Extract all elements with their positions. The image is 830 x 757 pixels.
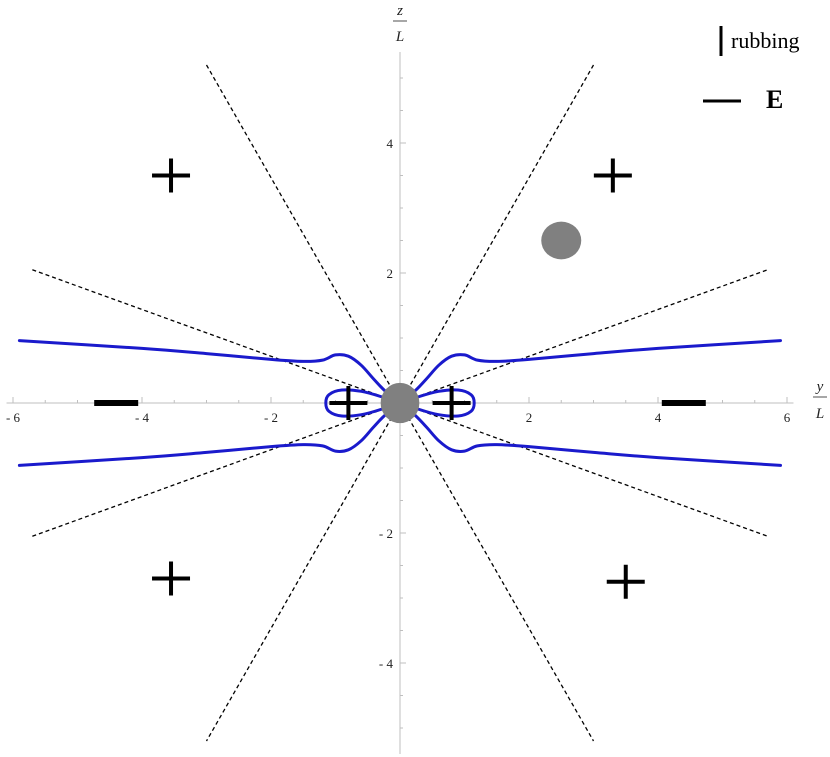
dashed-line	[32, 269, 768, 537]
gray-disk	[380, 382, 420, 424]
x-axis-label-numerator: y	[815, 379, 824, 395]
legend-rubbing-label: rubbing	[731, 28, 799, 53]
y-axis-label-denominator: L	[395, 29, 404, 45]
y-tick-label: 2	[387, 266, 394, 281]
x-axis-label-denominator: L	[815, 406, 824, 422]
x-tick-label: 2	[526, 410, 533, 425]
field-curve-right-loop	[401, 388, 476, 418]
y-tick-label: - 4	[379, 656, 394, 671]
disks	[380, 221, 582, 424]
dashed-line	[205, 64, 595, 742]
x-tick-label: 4	[655, 410, 662, 425]
x-tick-label: 6	[784, 410, 791, 425]
y-axis-label: z L	[393, 3, 407, 45]
legend-e-label: E	[766, 85, 783, 114]
dashed-line	[205, 64, 595, 742]
field-curve-left-loop	[324, 388, 399, 418]
y-tick-label: 4	[387, 136, 394, 151]
dashed-lines	[32, 64, 768, 742]
dashed-line	[32, 269, 768, 537]
gray-disk	[541, 221, 582, 260]
sign-markers	[94, 158, 706, 599]
x-axis-label: y L	[813, 379, 827, 422]
x-tick-label: - 2	[264, 410, 278, 425]
y-ticks: 4 2 - 2 - 4	[379, 77, 406, 729]
y-axis-label-numerator: z	[396, 3, 403, 19]
x-tick-label: - 4	[135, 410, 150, 425]
y-tick-label: - 2	[379, 526, 393, 541]
legend: rubbing E	[703, 26, 799, 114]
x-tick-label: - 6	[6, 410, 21, 425]
